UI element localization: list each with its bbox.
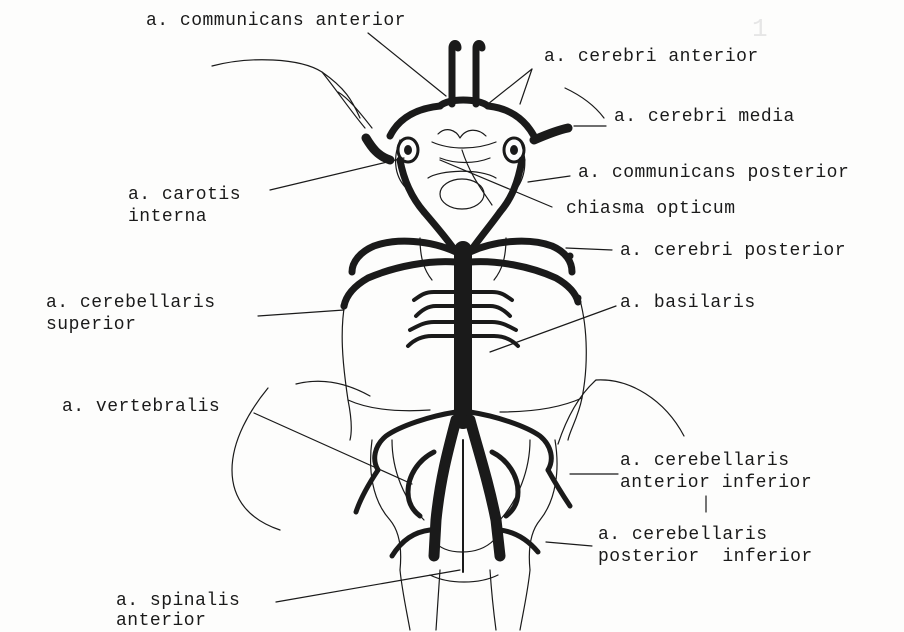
label-cerebellaris-anterior-inferior-line2: anterior inferior: [620, 472, 812, 494]
vertebral-artery-left: [434, 420, 456, 556]
label-cerebellaris-posterior-inferior-line1: a. cerebellaris: [598, 524, 768, 546]
label-communicans-anterior: a. communicans anterior: [146, 10, 406, 32]
label-cerebellaris-superior-line1: a. cerebellaris: [46, 292, 216, 314]
label-chiasma-opticum: chiasma opticum: [566, 198, 736, 220]
label-cerebellaris-anterior-inferior-line1: a. cerebellaris: [620, 450, 790, 472]
carotis-interna-ends: [398, 138, 524, 162]
label-carotis-interna-line1: a. carotis: [128, 184, 241, 206]
label-cerebellaris-superior-line2: superior: [46, 314, 136, 336]
label-carotis-interna-line2: interna: [128, 206, 207, 228]
label-cerebri-media: a. cerebri media: [614, 106, 795, 128]
label-cerebri-anterior: a. cerebri anterior: [544, 46, 759, 68]
label-spinalis-anterior-line1: a. spinalis: [116, 590, 240, 612]
vertebral-artery-right: [470, 420, 500, 556]
label-vertebralis: a. vertebralis: [62, 396, 220, 418]
label-cerebellaris-posterior-inferior-line2: posterior inferior: [598, 546, 813, 568]
label-basilaris: a. basilaris: [620, 292, 756, 314]
label-cerebri-posterior: a. cerebri posterior: [620, 240, 846, 262]
label-communicans-posterior: a. communicans posterior: [578, 162, 849, 184]
label-spinalis-anterior-line2: anterior: [116, 610, 206, 632]
